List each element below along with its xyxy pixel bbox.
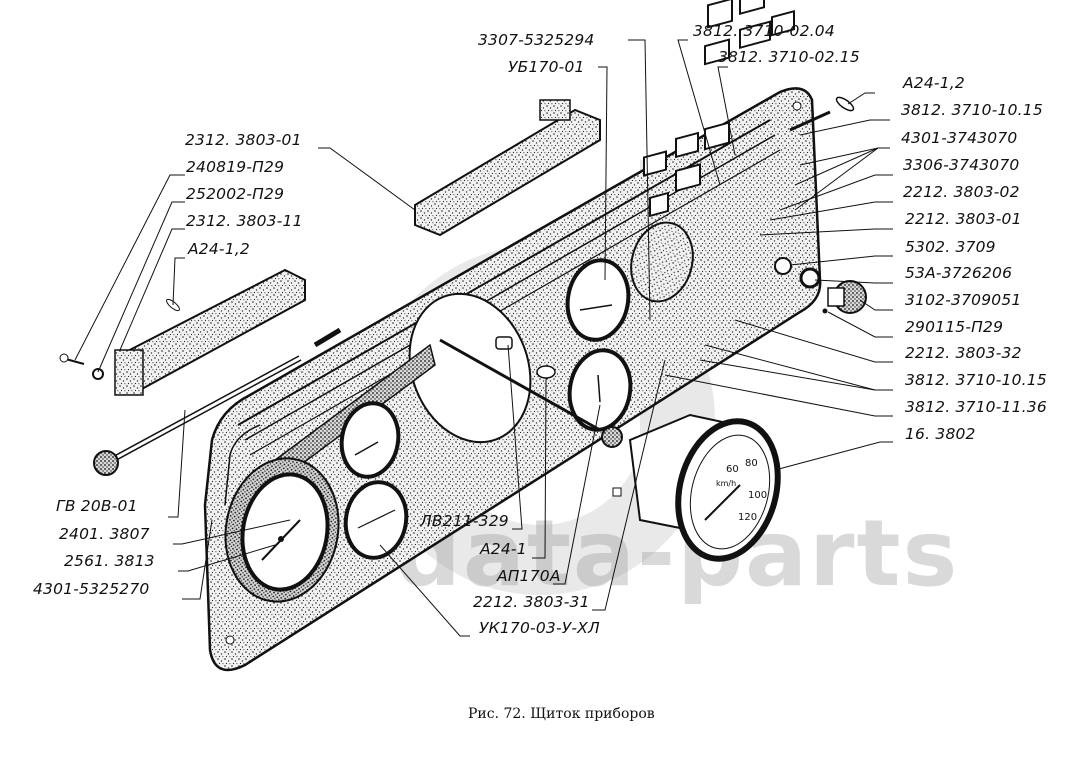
callout-a24-1-2-left: А24-1,2 [188, 240, 250, 258]
callout-2212-3803-02: 2212. 3803-02 [903, 183, 1020, 201]
speedometer-tick-100: 100 [748, 490, 767, 501]
callout-240819-p29: 240819-П29 [186, 158, 285, 176]
callout-5302-3709: 5302. 3709 [905, 238, 996, 256]
temperature-gauge [339, 401, 401, 479]
callout-3307-5325294: 3307-5325294 [478, 31, 595, 49]
callout-2312-3803-11: 2312. 3803-11 [186, 212, 303, 230]
connector-block-upper [414, 99, 601, 237]
leader-lines [74, 39, 893, 637]
callout-4301-5325270: 4301-5325270 [33, 580, 150, 598]
tachometer [224, 457, 340, 603]
callout-a24-1-2-right: А24-1,2 [903, 74, 965, 92]
callout-2212-3803-32: 2212. 3803-32 [905, 344, 1022, 362]
callout-53a-3726206: 53А-3726206 [905, 264, 1013, 282]
washer [92, 368, 104, 380]
callout-3812-3710-10-15-bottom: 3812. 3710-10.15 [905, 371, 1047, 389]
speedometer-tick-80: 80 [745, 458, 758, 469]
speedometer-tick-60: 60 [726, 464, 739, 475]
speedometer-unit: km/h [716, 479, 736, 488]
callout-gv20v-01: ГВ 20В-01 [56, 497, 138, 515]
bulb-a24-1 [536, 365, 556, 379]
callout-3306-3743070: 3306-3743070 [903, 156, 1020, 174]
light-switch [774, 257, 792, 275]
callout-3812-3710-11-36: 3812. 3710-11.36 [905, 398, 1047, 416]
callout-3812-3710-10-15-top: 3812. 3710-10.15 [901, 101, 1043, 119]
screw-small [822, 308, 828, 314]
callout-252002-p29: 252002-П29 [186, 185, 285, 203]
arrow-pointer [789, 110, 831, 132]
cigar-lighter-knob [827, 280, 867, 314]
screw [59, 353, 85, 365]
callout-ub170-01: УБ170-01 [508, 58, 585, 76]
callout-290115-p29: 290115-П29 [905, 318, 1004, 336]
callout-ap170a: АП170А [497, 567, 561, 585]
callout-4301-3743070: 4301-3743070 [901, 129, 1018, 147]
callout-uk170-03-u-hl: УК170-03-У-ХЛ [479, 619, 600, 637]
callout-lv211-329: ЛВ211-329 [420, 512, 509, 530]
speedometer-tick-120: 120 [738, 512, 757, 523]
switch-cluster-upper [704, 0, 795, 66]
callout-2212-3803-31: 2212. 3803-31 [473, 593, 590, 611]
lamp-socket [495, 336, 513, 350]
callout-2401-3807: 2401. 3807 [59, 525, 150, 543]
callout-3812-3710-02-04: 3812. 3710-02.04 [693, 22, 835, 40]
connector-block-lower [114, 268, 306, 396]
callout-2561-3813: 2561. 3813 [64, 552, 155, 570]
cable-nut [601, 426, 623, 448]
oil-pressure-gauge [343, 480, 409, 560]
speedometer: 60 80 100 120 km/h [612, 413, 781, 562]
switch-cluster-lower [643, 121, 730, 218]
speedometer-cable [93, 327, 342, 476]
callout-2312-3803-01: 2312. 3803-01 [185, 131, 302, 149]
blank-cover [630, 221, 694, 303]
ammeter [567, 348, 633, 432]
callout-a24-1: А24-1 [480, 540, 527, 558]
callout-3102-3709051: 3102-3709051 [905, 291, 1022, 309]
bulb-a24 [835, 96, 855, 112]
figure-caption: Рис. 72. Щиток приборов [468, 706, 655, 722]
callout-2212-3803-01: 2212. 3803-01 [905, 210, 1022, 228]
callout-16-3802: 16. 3802 [905, 425, 976, 443]
callout-3812-3710-02-15: 3812. 3710-02.15 [718, 48, 860, 66]
panel-cutout [408, 292, 532, 444]
cigar-lighter-socket [799, 267, 821, 289]
